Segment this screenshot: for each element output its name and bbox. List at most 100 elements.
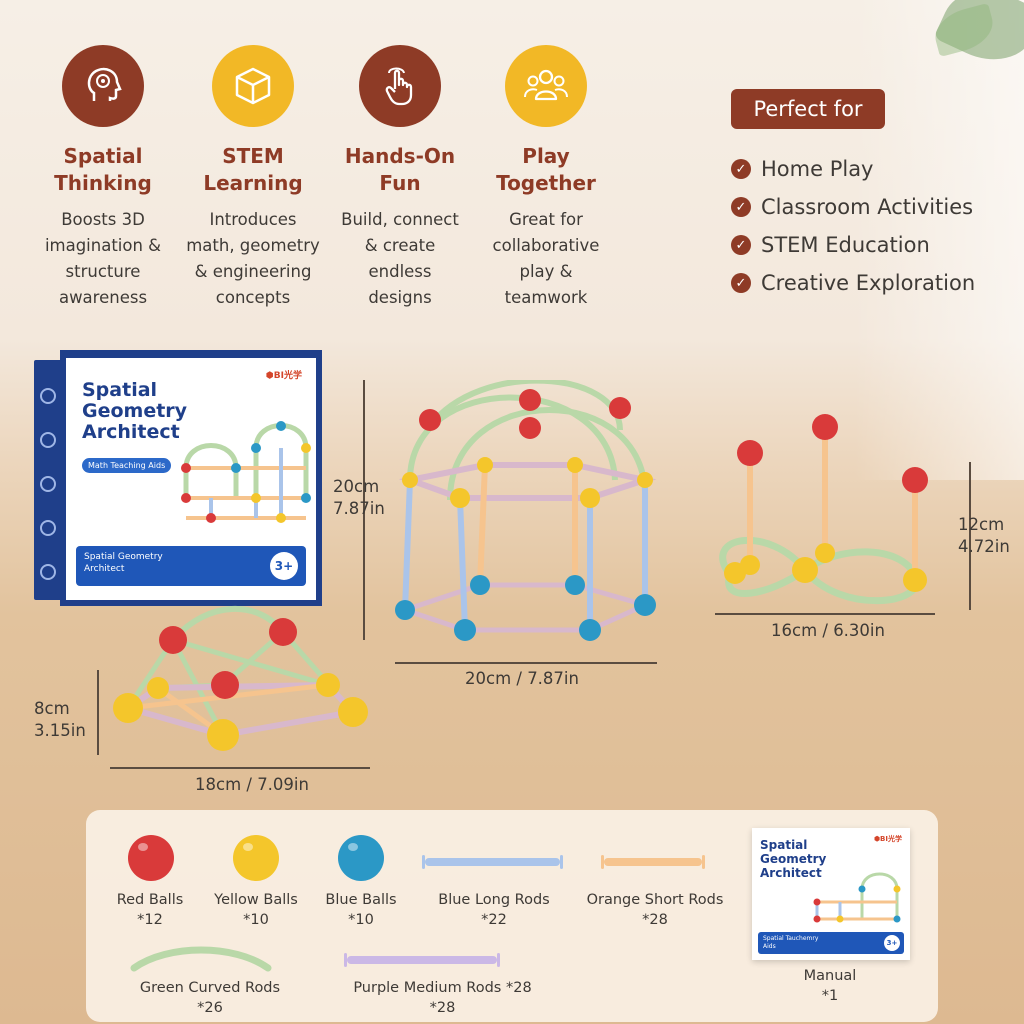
dimension-line bbox=[97, 670, 99, 755]
part-count: *28 bbox=[429, 1000, 456, 1016]
feature-title: Hands-On bbox=[344, 144, 456, 168]
part-count: *26 bbox=[197, 1000, 223, 1016]
feature-desc: imagination & bbox=[44, 236, 162, 255]
check-icon: ✓ bbox=[731, 159, 751, 179]
blue-long-rod-image bbox=[422, 855, 563, 869]
age-badge: 3+ bbox=[884, 935, 900, 951]
dome-height-label: 20cm 7.87in bbox=[333, 476, 385, 520]
feature-spatial-thinking: Spatial Thinking Boosts 3D imagination &… bbox=[28, 45, 178, 311]
dimension-line bbox=[110, 767, 370, 769]
yellow-ball-image bbox=[233, 835, 279, 881]
feature-title: Together bbox=[496, 171, 596, 195]
dimension-line bbox=[395, 662, 657, 664]
box-side bbox=[34, 360, 62, 600]
green-curved-rod-image bbox=[130, 946, 272, 972]
feature-title: Learning bbox=[203, 171, 303, 195]
brand-logo: ⬢BI光学 bbox=[873, 835, 902, 843]
box-structure-illustration bbox=[181, 421, 311, 523]
box-front: ⬢BI光学 Spatial Geometry Architect Math Te… bbox=[60, 350, 322, 606]
pyramid-height-label: 8cm 3.15in bbox=[34, 698, 86, 742]
part-yellow-balls: Yellow Balls *10 bbox=[206, 890, 306, 930]
part-count: *28 bbox=[642, 912, 668, 928]
dimension-value: 20cm bbox=[333, 477, 380, 496]
perfect-for-badge: Perfect for bbox=[731, 89, 885, 129]
part-blue-long-rods: Blue Long Rods *22 bbox=[425, 890, 563, 930]
feature-desc: collaborative bbox=[492, 236, 600, 255]
blue-ball-image bbox=[338, 835, 384, 881]
feature-desc: & create bbox=[364, 236, 436, 255]
part-name: Yellow Balls bbox=[214, 892, 298, 908]
check-icon: ✓ bbox=[731, 197, 751, 217]
dome-width-label: 20cm / 7.87in bbox=[465, 669, 579, 688]
part-orange-short-rods: Orange Short Rods *28 bbox=[585, 890, 725, 930]
perfect-for-list: ✓ Home Play ✓ Classroom Activities ✓ STEM E… bbox=[731, 150, 975, 302]
part-red-balls: Red Balls *12 bbox=[100, 890, 200, 930]
feature-title: Play bbox=[522, 144, 570, 168]
check-icon: ✓ bbox=[731, 273, 751, 293]
check-icon: ✓ bbox=[731, 235, 751, 255]
dimension-value: 12cm bbox=[958, 515, 1005, 534]
box-strip-text: Spatial Geometry Architect bbox=[84, 552, 163, 574]
feature-desc: Introduces bbox=[209, 210, 297, 229]
purple-medium-rod-image bbox=[344, 953, 500, 967]
part-count: *10 bbox=[348, 912, 374, 928]
list-item: ✓ Home Play bbox=[731, 150, 975, 188]
part-name: Green Curved Rods bbox=[139, 980, 281, 996]
feature-title: Thinking bbox=[54, 171, 152, 195]
box-strip: Spatial Geometry Architect 3+ bbox=[76, 546, 306, 586]
list-item: ✓ STEM Education bbox=[731, 226, 975, 264]
brand-logo: ⬢BI光学 bbox=[265, 371, 302, 381]
window-light bbox=[854, 0, 1024, 480]
box-tag: Math Teaching Aids bbox=[82, 458, 172, 473]
feature-desc: structure bbox=[65, 262, 141, 281]
feature-play-together: Play Together Great for collaborative pl… bbox=[471, 45, 621, 311]
feature-desc: play & bbox=[519, 262, 573, 281]
list-item: ✓ Creative Exploration bbox=[731, 264, 975, 302]
people-icon bbox=[505, 45, 587, 127]
list-item-label: Home Play bbox=[761, 157, 874, 181]
manual-title: Spatial Geometry Architect bbox=[760, 838, 827, 880]
part-name: Purple Medium Rods *28 bbox=[353, 980, 532, 996]
manual-image: ⬢BI光学 Spatial Geometry Architect Spatial… bbox=[752, 828, 910, 960]
feature-title: STEM bbox=[222, 144, 284, 168]
dimension-value: 8cm bbox=[34, 699, 70, 718]
feature-desc: math, geometry bbox=[186, 236, 320, 255]
feature-desc: Boosts 3D bbox=[61, 210, 145, 229]
pyramid-structure bbox=[113, 606, 368, 751]
hand-pointer-icon bbox=[359, 45, 441, 127]
feature-desc: endless bbox=[368, 262, 432, 281]
feature-desc: & engineering bbox=[194, 262, 312, 281]
list-item-label: Creative Exploration bbox=[761, 271, 976, 295]
feature-desc: Build, connect bbox=[341, 210, 459, 229]
list-item: ✓ Classroom Activities bbox=[731, 188, 975, 226]
feature-hands-on-fun: Hands-On Fun Build, connect & create end… bbox=[325, 45, 475, 311]
part-name: Manual bbox=[803, 968, 857, 984]
dimension-line bbox=[715, 613, 935, 615]
part-name: Orange Short Rods bbox=[586, 892, 724, 908]
box-title: Spatial Geometry Architect bbox=[82, 379, 188, 443]
part-purple-medium-rods: Purple Medium Rods *28 *28 bbox=[340, 978, 545, 1018]
red-ball-image bbox=[128, 835, 174, 881]
part-manual: Manual *1 bbox=[780, 966, 880, 1006]
product-box: ⬢BI光学 Spatial Geometry Architect Math Te… bbox=[34, 350, 322, 606]
age-badge: 3+ bbox=[270, 552, 298, 580]
dimension-value: 7.87in bbox=[333, 499, 385, 518]
feature-stem-learning: STEM Learning Introduces math, geometry … bbox=[178, 45, 328, 311]
loop-structure bbox=[719, 414, 928, 605]
part-name: Blue Balls bbox=[325, 892, 397, 908]
dimension-line bbox=[969, 462, 971, 610]
cube-icon bbox=[212, 45, 294, 127]
feature-title: Spatial bbox=[63, 144, 143, 168]
part-count: *10 bbox=[243, 912, 269, 928]
feature-desc: teamwork bbox=[504, 288, 588, 307]
manual-strip-text: Spatial Tauchemry Aids bbox=[763, 935, 819, 950]
part-blue-balls: Blue Balls *10 bbox=[311, 890, 411, 930]
feature-desc: designs bbox=[368, 288, 432, 307]
part-name: Red Balls bbox=[116, 892, 184, 908]
feature-desc: Great for bbox=[509, 210, 583, 229]
list-item-label: STEM Education bbox=[761, 233, 930, 257]
pyramid-width-label: 18cm / 7.09in bbox=[195, 775, 309, 794]
feature-desc: concepts bbox=[215, 288, 291, 307]
dimension-value: 4.72in bbox=[958, 537, 1010, 556]
list-item-label: Classroom Activities bbox=[761, 195, 974, 219]
